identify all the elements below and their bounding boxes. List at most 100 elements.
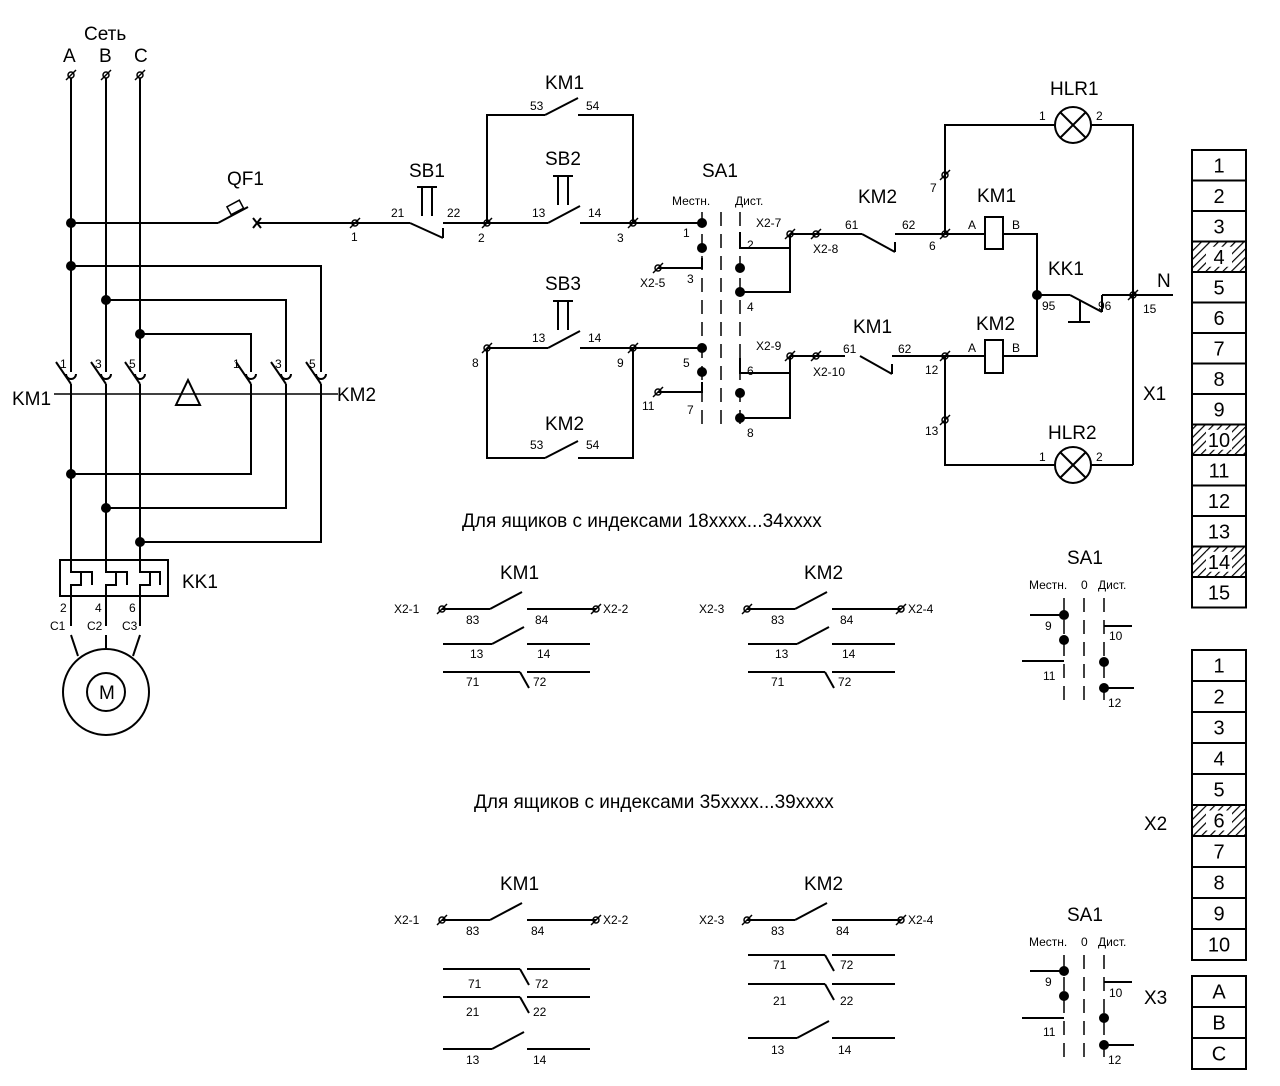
coil-km1-a: A	[968, 218, 976, 232]
s1-term-x2-4	[895, 603, 907, 615]
s2-km2-21: 21	[773, 994, 787, 1008]
power-circuit: Сеть A B C QF1 1	[12, 24, 410, 736]
s1-km1-84: 84	[535, 613, 549, 627]
kk1-aux-label: KK1	[1048, 259, 1084, 280]
s2-t11: 11	[1043, 1025, 1056, 1039]
x3-cell	[1191, 1037, 1247, 1070]
sa1-label: SA1	[702, 161, 738, 182]
km1-term-3: 3	[95, 357, 102, 371]
sa1-term-1: 1	[683, 226, 690, 240]
s2-km2-14: 14	[838, 1043, 852, 1057]
x2-cell	[1191, 742, 1247, 775]
node-7-label: 7	[930, 181, 937, 195]
km2-int-out: 62	[902, 218, 916, 232]
km1-power-contacts	[55, 361, 146, 385]
x1-cell-label: 1	[1213, 155, 1224, 177]
s2-km1-14: 14	[533, 1053, 547, 1067]
phase-a-label: A	[63, 46, 76, 67]
s2-km2-22: 22	[840, 994, 854, 1008]
motor-term-c3: C3	[122, 619, 138, 633]
sb1-in-label: 21	[391, 206, 405, 220]
km2-interlock-label: KM2	[858, 187, 897, 208]
km2-int-in: 61	[845, 218, 859, 232]
x1-cell-label: 6	[1213, 308, 1224, 330]
sa1-switch[interactable]	[701, 212, 741, 430]
node-8-label: 8	[472, 356, 479, 370]
neutral-label: N	[1157, 271, 1171, 292]
phase-c-label: C	[134, 46, 148, 67]
x1-cell	[1191, 484, 1247, 517]
hlr2-out: 2	[1096, 450, 1103, 464]
sb1-label: SB1	[409, 161, 445, 182]
sa1-term-8: 8	[747, 426, 754, 440]
network-label: Сеть	[84, 24, 126, 45]
s2-x2-3: X2-3	[699, 913, 725, 927]
terminal-15	[1127, 289, 1139, 301]
x2-5-label: X2-5	[640, 276, 666, 290]
x1-cell-label: 10	[1208, 430, 1230, 452]
x3-cell-label: B	[1212, 1013, 1225, 1035]
x2-label: X2	[1144, 814, 1167, 835]
s2-km2-13: 13	[771, 1043, 785, 1057]
kk1-term-2: 2	[60, 601, 67, 615]
s1-sa1-zero: 0	[1081, 578, 1088, 592]
x1-cell	[1191, 301, 1247, 334]
s2-sa1-label: SA1	[1067, 905, 1103, 926]
node-12-label: 12	[925, 363, 939, 377]
s2-sa1-local: Местн.	[1029, 935, 1067, 949]
x1-cell	[1191, 515, 1247, 548]
node-15-label: 15	[1143, 302, 1157, 316]
s1-x2-2: X2-2	[603, 602, 629, 616]
sa1-term-2: 2	[747, 238, 754, 252]
x1-cell-label-bg	[1206, 246, 1232, 267]
sb2-button[interactable]	[547, 175, 581, 224]
sb3-out-label: 14	[588, 331, 602, 345]
s2-t9: 9	[1045, 975, 1052, 989]
s2-sa1-switch[interactable]	[1063, 955, 1105, 1062]
x2-cell-label: 2	[1213, 687, 1224, 709]
sa1-term-6: 6	[747, 364, 754, 378]
terminal-3	[627, 217, 639, 229]
terminal-1	[349, 217, 361, 229]
s2-km2-label: KM2	[804, 874, 843, 895]
x2-cell-label: 5	[1213, 780, 1224, 802]
s1-sa1-switch[interactable]	[1063, 598, 1105, 704]
hlr1-out: 2	[1096, 109, 1103, 123]
sa1-term-5: 5	[683, 356, 690, 370]
sb2-out-label: 14	[588, 206, 602, 220]
x1-cell-label: 5	[1213, 277, 1224, 299]
section-35-39: Для ящиков с индексами 35xxxx...39xxxx K…	[394, 792, 1134, 1067]
km2-term-3: 3	[275, 357, 282, 371]
x1-cell-label: 4	[1213, 247, 1224, 269]
sb3-button[interactable]	[547, 300, 581, 349]
km2-power-contacts	[235, 361, 327, 385]
kk1-term-4: 4	[95, 601, 102, 615]
km2-hold-label: KM2	[545, 414, 584, 435]
kk1-out: 96	[1098, 299, 1112, 313]
s1-sa1-local: Местн.	[1029, 578, 1067, 592]
coil-km2-b: B	[1012, 341, 1020, 355]
km1-hold-out: 54	[586, 99, 600, 113]
sb1-button[interactable]	[409, 186, 444, 239]
sb2-in-label: 13	[532, 206, 546, 220]
s1-km2-72: 72	[838, 675, 852, 689]
coil-km2	[984, 339, 1004, 374]
s1-term-x2-2	[590, 603, 602, 615]
kk1-term-6: 6	[129, 601, 136, 615]
s1-km1-71: 71	[466, 675, 480, 689]
x3-cell	[1191, 975, 1247, 1008]
x2-cell	[1191, 711, 1247, 744]
x3-cell	[1191, 1006, 1247, 1039]
sb1-out-label: 22	[447, 206, 461, 220]
km1-interlock-label: KM1	[853, 317, 892, 338]
terminal-13	[939, 414, 951, 426]
x1-cell	[1191, 362, 1247, 395]
x1-cell	[1191, 454, 1247, 487]
x1-cell-label: 2	[1213, 186, 1224, 208]
x1-cell	[1191, 271, 1247, 304]
sa1-local-label: Местн.	[672, 194, 710, 208]
s1-km1-14: 14	[537, 647, 551, 661]
s1-sa1-remote: Дист.	[1098, 578, 1126, 592]
x2-cell	[1191, 928, 1247, 961]
